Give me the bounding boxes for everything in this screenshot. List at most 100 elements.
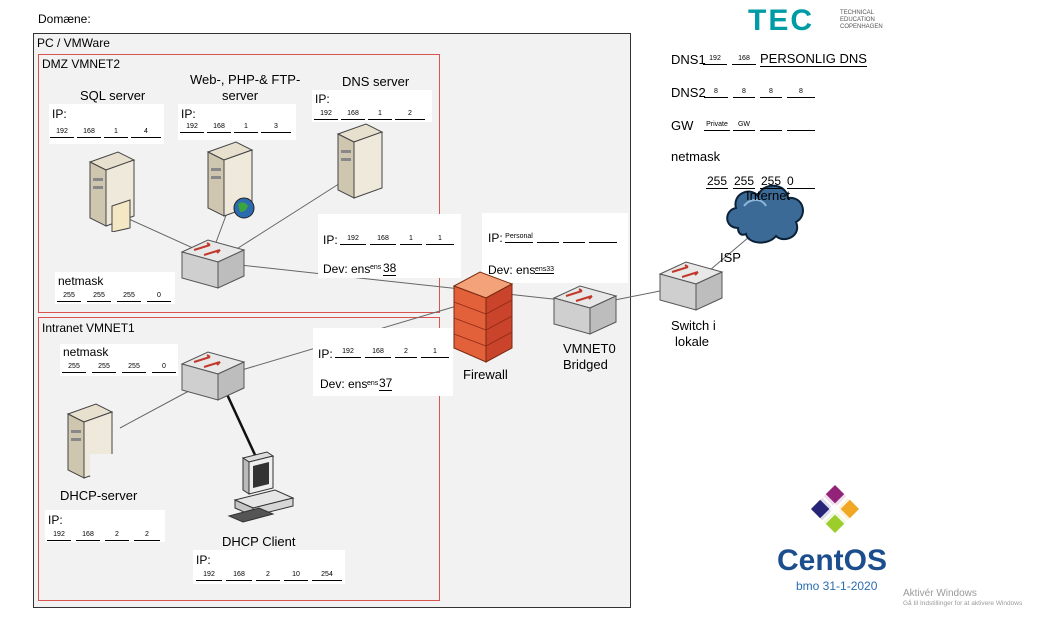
intranet-gateway-panel	[313, 328, 453, 396]
intranet-gw-ip-octet-3: 2	[395, 345, 417, 358]
dhcp-server-ip-octet-3: 2	[105, 528, 129, 541]
domain-label: Domæne:	[38, 12, 91, 26]
dns-ip-panel	[312, 90, 432, 122]
dns-ip-octet-1: 192	[314, 107, 338, 120]
dns-ip-octet-3: 1	[368, 107, 392, 120]
external-ip-octet-1: Personal	[505, 230, 533, 243]
intranet-gw-ip-octet-2: 168	[365, 345, 391, 358]
local-switch-label-2: lokale	[675, 334, 709, 349]
windows-watermark-subtitle: Gå til Indstillinger for at aktivere Win…	[903, 600, 1023, 607]
dns-server-icon	[336, 123, 384, 199]
dns1-octet-1: 192	[703, 52, 727, 65]
internet-label: Internet	[746, 188, 791, 203]
dhcp-client-title: DHCP Client	[222, 534, 296, 549]
dns1-octet-2: 168	[732, 52, 756, 65]
local-switch-icon	[658, 261, 724, 311]
gw-label: GW	[671, 118, 694, 133]
dhcp-server-ip-octet-4: 2	[134, 528, 160, 541]
intranet-switch-icon	[180, 351, 246, 401]
centos-logo-icon	[810, 484, 860, 534]
dhcp-client-ip-octet-2: 168	[226, 568, 252, 581]
dhcp-client-ip-octet-4: 10	[284, 568, 308, 581]
sql-ip-octet-2: 168	[77, 125, 101, 138]
web-server-title-1: Web-, PHP-& FTP-	[190, 72, 301, 87]
windows-watermark-title: Aktivér Windows	[903, 588, 977, 599]
tec-logo-line2: EDUCATION	[840, 17, 875, 23]
firewall-label: Firewall	[463, 367, 508, 382]
dhcp-client-ip-octet-1: 192	[196, 568, 222, 581]
dmz-gw-dev-small: ens	[370, 264, 382, 271]
dmz-gateway-panel	[318, 214, 461, 278]
dhcp-client-ip-label: IP:	[196, 553, 211, 567]
web-ip-panel	[178, 104, 296, 140]
dns-ip-octet-2: 168	[341, 107, 365, 120]
intranet-netmask-octet-4: 0	[152, 360, 176, 373]
dmz-title: DMZ VMNET2	[42, 57, 120, 71]
local-switch-label-1: Switch i	[671, 318, 716, 333]
intranet-gw-ip-octet-4: 1	[421, 345, 449, 358]
intranet-title: Intranet VMNET1	[42, 321, 135, 335]
tec-logo-text: TEC	[748, 4, 814, 37]
intranet-gw-dev-label: Dev: ens	[320, 377, 368, 391]
gw-octet-4	[787, 118, 815, 131]
external-ip-octet-4	[589, 230, 617, 243]
dns-ip-octet-4: 2	[395, 107, 425, 120]
settings-netmask-octet-3: 255	[760, 174, 782, 189]
pc-label: PC / VMWare	[37, 36, 110, 50]
dhcp-server-icon	[66, 403, 128, 479]
dmz-gw-ip-octet-1: 192	[340, 232, 366, 245]
external-interface-panel	[482, 213, 628, 283]
sql-ip-label: IP:	[52, 107, 67, 121]
dhcp-client-ip-octet-5: 254	[312, 568, 342, 581]
tec-logo-line3: COPENHAGEN	[840, 24, 883, 30]
dhcp-server-ip-panel	[45, 510, 165, 542]
intranet-netmask-panel	[60, 344, 178, 376]
dmz-gw-ip-octet-4: 1	[426, 232, 454, 245]
dmz-gw-dev-num: 38	[383, 261, 397, 276]
gw-octet-3	[760, 118, 782, 131]
sql-server-title: SQL server	[80, 88, 146, 103]
sql-server-icon	[88, 151, 136, 232]
dns2-label: DNS2	[671, 85, 706, 100]
dns-server-title: DNS server	[342, 74, 410, 89]
dmz-gw-ip-label: IP:	[323, 233, 338, 247]
dhcp-server-ip-label: IP:	[48, 513, 63, 527]
dns2-octet-2: 8	[733, 85, 755, 98]
web-ip-octet-2: 168	[207, 120, 231, 133]
settings-netmask-octet-1: 255	[706, 174, 728, 189]
intranet-netmask-label: netmask	[63, 345, 109, 359]
external-ip-octet-2	[537, 230, 559, 243]
dhcp-client-computer-icon	[227, 451, 295, 523]
web-ip-label: IP:	[181, 107, 196, 121]
dhcp-server-title: DHCP-server	[60, 488, 138, 503]
dns-ip-label: IP:	[315, 92, 330, 106]
dns2-octet-1: 8	[704, 85, 728, 98]
dns2-octet-3: 8	[760, 85, 782, 98]
web-ip-octet-1: 192	[180, 120, 204, 133]
vmnet0-switch-icon	[552, 285, 618, 335]
dns2-octet-4: 8	[787, 85, 815, 98]
settings-netmask-octet-2: 255	[733, 174, 755, 189]
intranet-gw-ip-octet-1: 192	[335, 345, 361, 358]
dmz-switch-icon	[180, 239, 246, 289]
dmz-netmask-label: netmask	[58, 274, 104, 288]
intranet-gw-ip-label: IP:	[318, 347, 333, 361]
external-dev-label: Dev: ens	[488, 263, 536, 277]
gw-octet-2: GW	[733, 118, 755, 131]
sql-ip-octet-3: 1	[104, 125, 128, 138]
web-server-icon	[206, 141, 255, 219]
intranet-netmask-octet-1: 255	[62, 360, 86, 373]
dmz-gw-ip-octet-3: 1	[400, 232, 422, 245]
tec-logo-line1: TECHNICAL	[840, 10, 875, 16]
firewall-icon	[452, 271, 514, 363]
dmz-netmask-octet-1: 255	[57, 289, 81, 302]
dhcp-client-ip-panel	[193, 550, 345, 584]
dhcp-client-ip-octet-3: 2	[256, 568, 280, 581]
web-server-title-2: server	[222, 88, 259, 103]
dmz-gw-dev-label: Dev: ens	[323, 262, 371, 276]
isp-label: ISP	[720, 250, 741, 265]
dns1-note: PERSONLIG DNS	[760, 51, 867, 67]
external-ip-label: IP:	[488, 231, 503, 245]
intranet-gw-dev-num: 37	[379, 376, 393, 391]
dmz-netmask-octet-4: 0	[147, 289, 171, 302]
